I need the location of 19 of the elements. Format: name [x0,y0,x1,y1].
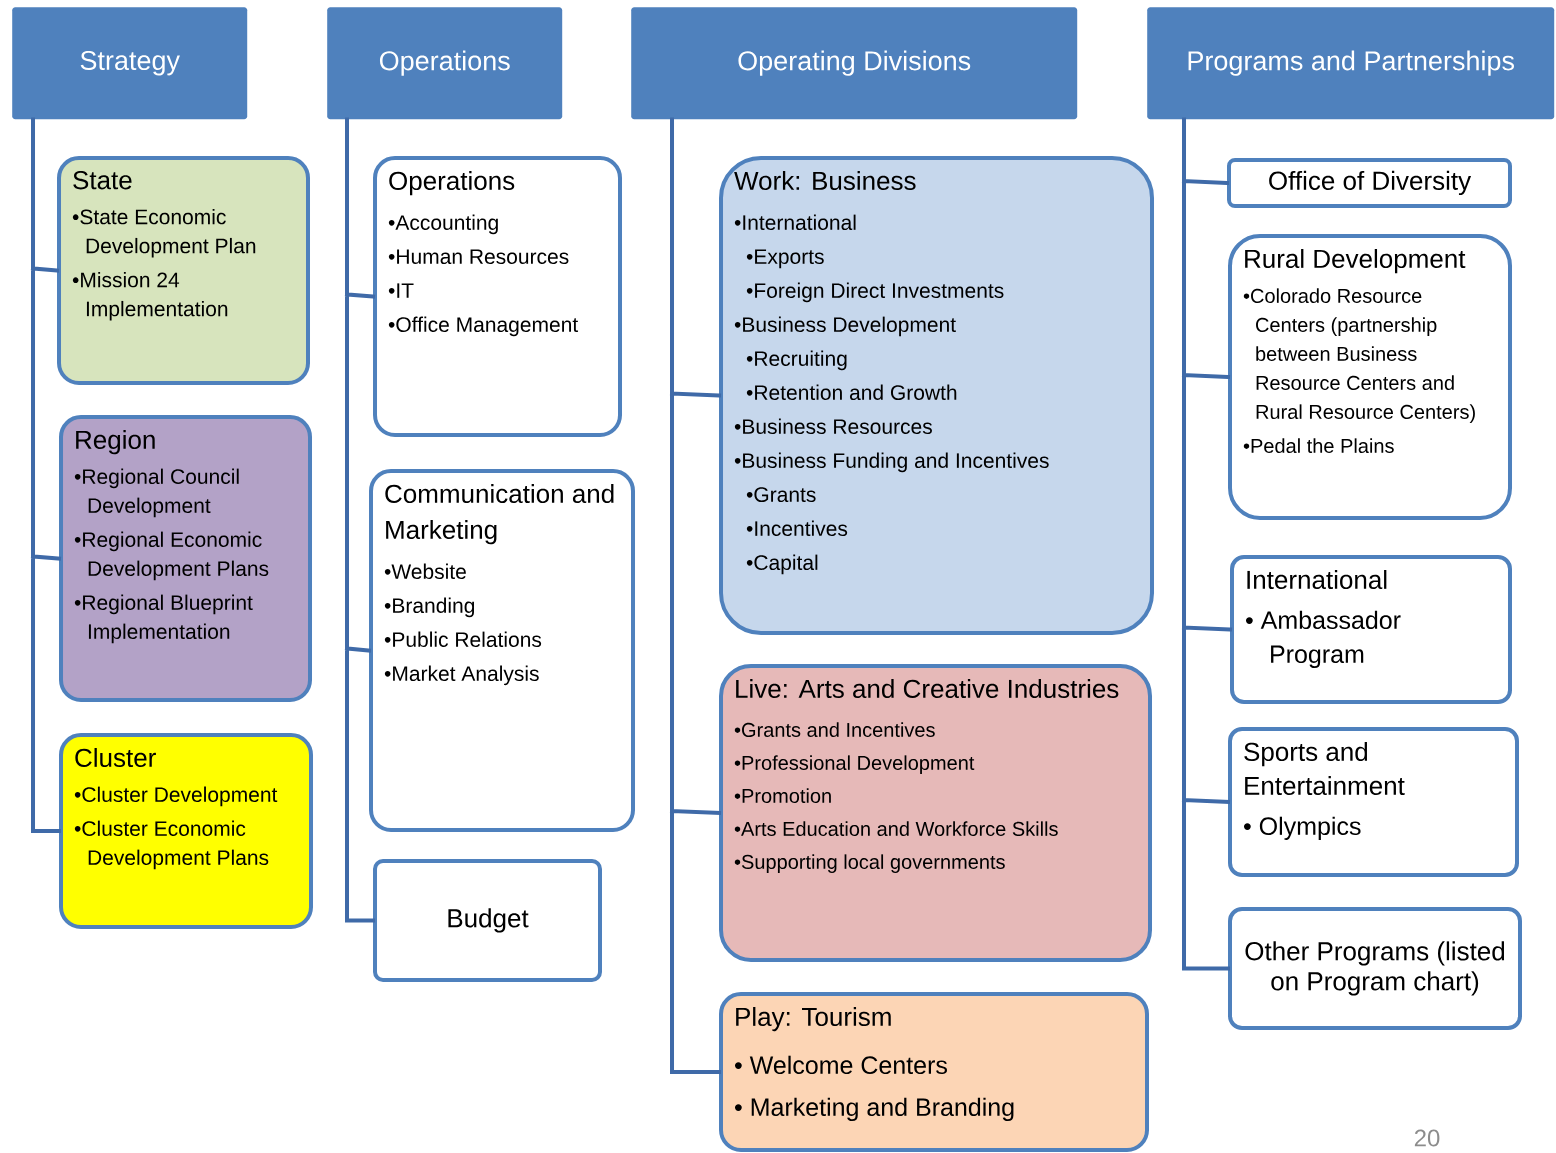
section-box: Play: Tourism • Welcome Centers • Marketing and Branding [719,992,1149,1152]
category-header: Operating Divisions [631,7,1078,120]
category-header: Operations [327,7,563,120]
category-header: Programs and Partnerships [1147,7,1555,120]
section-box: Work: Business •International •Exports •Foreign Direct Investments •Business Development •Recruiting •Retention and Growth •Business Resources •Business Funding and Incentives •Grants •Incentives •Capital [719,156,1154,635]
section-box: Operations •Accounting •Human Resources •IT •Office Management [373,156,622,437]
section-box: Cluster •Cluster Development •Cluster Economic Development Plans [59,733,313,929]
page-number: 20 [1414,1129,1440,1147]
category-header: Strategy [12,7,248,120]
section-box: International • Ambassador Program [1230,555,1512,704]
section-box: Communication and Marketing •Website •Branding •Public Relations •Market Analysis [369,469,635,832]
section-box: Office of Diversity [1227,158,1512,208]
section-box: Other Programs (listed on Program chart) [1228,907,1522,1030]
section-box: Live: Arts and Creative Industries •Grants and Incentives •Professional Development •Promotion •Arts Education and Workforce Skills •Supporting local governments [719,664,1152,962]
section-box: State •State Economic Development Plan •Mission 24 Implementation [57,156,310,385]
section-box: Budget [373,859,602,982]
section-box: Rural Development •Colorado Resource Centers (partnership between Business Resource Centers and Rural Resource Centers) •Pedal the Plains [1228,234,1512,520]
section-box: Region •Regional Council Development •Regional Economic Development Plans •Regional Blueprint Implementation [59,415,312,702]
section-box: Sports and Entertainment • Olympics [1228,727,1519,877]
